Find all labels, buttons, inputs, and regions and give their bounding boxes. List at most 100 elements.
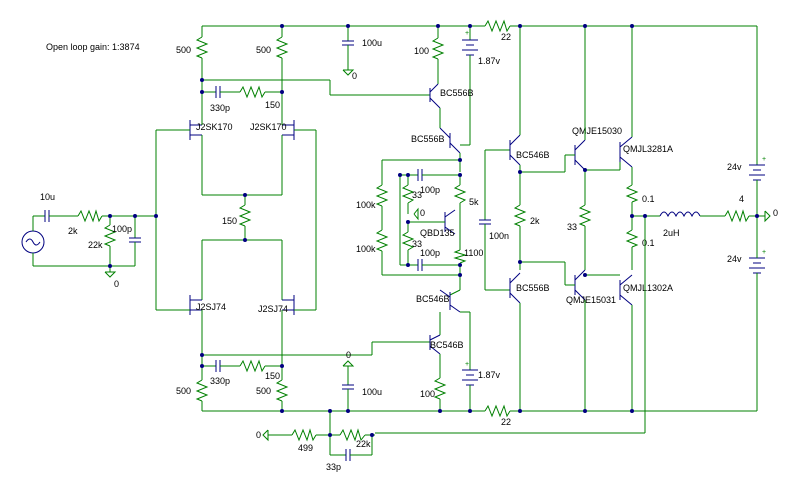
svg-text:150: 150 <box>222 216 237 226</box>
resistor-100-bottom: 100 <box>420 377 447 400</box>
jfet-j2sk170-left: J2SK170 <box>189 120 233 140</box>
resistor-5k: 5k <box>453 175 479 207</box>
svg-text:33p: 33p <box>326 462 341 472</box>
resistor-500-top-right: 500 <box>256 36 289 59</box>
ground-symbol-lower: 0 <box>342 350 355 367</box>
battery-1.87v-bottom: + 1.87v <box>462 361 501 411</box>
svg-text:1.87v: 1.87v <box>478 370 501 380</box>
svg-text:+: + <box>762 249 766 256</box>
resistor-4-load: 4 <box>724 194 750 223</box>
svg-text:2uH: 2uH <box>663 228 680 238</box>
jfet-j2sj74-left: J2SJ74 <box>189 295 226 315</box>
svg-text:2k: 2k <box>68 226 78 236</box>
svg-text:+: + <box>465 361 469 368</box>
junction-dots <box>108 24 759 437</box>
svg-text:QMJL3281A: QMJL3281A <box>623 144 673 154</box>
svg-text:33: 33 <box>412 190 422 200</box>
svg-text:22: 22 <box>501 32 511 42</box>
svg-text:100k: 100k <box>356 244 376 254</box>
svg-text:100p: 100p <box>112 224 132 234</box>
svg-text:+: + <box>465 30 469 37</box>
resistor-150-top: 150 <box>239 85 282 110</box>
svg-text:4: 4 <box>739 194 744 204</box>
svg-text:100: 100 <box>414 46 429 56</box>
resistor-500-top-left: 500 <box>176 36 209 59</box>
svg-text:500: 500 <box>256 45 271 55</box>
svg-text:0.1: 0.1 <box>642 194 655 204</box>
transistor-bc546b-3: BC546B <box>429 334 464 355</box>
svg-text:0: 0 <box>420 208 425 218</box>
capacitor-330p-top: 330p <box>202 86 240 113</box>
svg-text:150: 150 <box>265 371 280 381</box>
svg-text:0: 0 <box>352 71 357 81</box>
svg-text:0: 0 <box>346 350 351 360</box>
svg-text:J2SK170: J2SK170 <box>250 122 287 132</box>
svg-text:BC546B: BC546B <box>430 340 464 350</box>
svg-text:2k: 2k <box>530 216 540 226</box>
svg-text:33: 33 <box>412 239 422 249</box>
svg-text:BC556B: BC556B <box>411 134 445 144</box>
svg-text:+: + <box>762 156 766 163</box>
ground-symbol-feedback: 0 <box>256 429 269 442</box>
svg-text:100p: 100p <box>420 248 440 258</box>
transistor-bc556b-1: BC556B <box>429 83 474 109</box>
resistor-33-output: 33 <box>567 204 592 232</box>
ground-symbol: 0 <box>342 69 357 81</box>
jfet-j2sj74-right: J2SJ74 <box>258 295 295 315</box>
svg-text:J2SJ74: J2SJ74 <box>196 302 226 312</box>
svg-text:0.1: 0.1 <box>642 238 655 248</box>
resistor-22k-feedback: 22k <box>339 428 371 449</box>
svg-text:5k: 5k <box>469 197 479 207</box>
svg-text:BC546B: BC546B <box>516 150 550 160</box>
capacitor-100p-input: 100p <box>112 216 141 266</box>
svg-text:100u: 100u <box>362 38 382 48</box>
svg-text:0: 0 <box>256 430 261 440</box>
ground-symbol-bias: 0 <box>413 207 425 221</box>
resistor-150-bottom: 150 <box>239 359 282 381</box>
resistor-0.1-bottom: 0.1 <box>625 229 655 248</box>
capacitor-100n: 100n <box>479 150 509 290</box>
svg-text:0: 0 <box>773 208 778 218</box>
resistor-2k-mid: 2k <box>513 204 540 227</box>
svg-text:500: 500 <box>176 45 191 55</box>
capacitor-100u-bottom: 100u <box>342 384 382 411</box>
svg-text:1.87v: 1.87v <box>478 56 501 66</box>
ac-source <box>21 230 45 254</box>
resistor-0.1-top: 0.1 <box>625 184 655 204</box>
svg-text:100k: 100k <box>356 200 376 210</box>
svg-text:QMJL1302A: QMJL1302A <box>623 283 673 293</box>
svg-text:33: 33 <box>567 222 577 232</box>
ground-symbol-output: 0 <box>764 208 778 223</box>
svg-text:22k: 22k <box>88 240 103 250</box>
svg-text:100u: 100u <box>362 387 382 397</box>
resistor-500-bottom-left: 500 <box>176 379 209 402</box>
capacitor-100u-top: 100u <box>342 26 382 70</box>
svg-text:QMJE15030: QMJE15030 <box>572 126 622 136</box>
resistor-499: 499 <box>291 428 317 453</box>
svg-text:150: 150 <box>265 100 280 110</box>
resistor-100k-2: 100k <box>356 229 389 254</box>
transistor-qmjl3281a: QMJL3281A <box>619 136 673 168</box>
svg-text:100p: 100p <box>420 185 440 195</box>
svg-text:BC546B: BC546B <box>416 294 450 304</box>
svg-text:330p: 330p <box>210 103 230 113</box>
svg-text:330p: 330p <box>210 376 230 386</box>
transistor-bc546b-2: BC546B <box>416 289 461 313</box>
battery-24v-bottom: + 24v <box>727 249 766 274</box>
battery-24v-top: + 24v <box>727 156 766 181</box>
ground-symbol-input: 0 <box>104 271 119 289</box>
battery-1.87v-top: + 1.87v <box>462 26 501 145</box>
transistor-qbd135: QBD135 <box>420 209 456 238</box>
svg-text:QBD135: QBD135 <box>420 228 455 238</box>
resistor-500-bottom-right: 500 <box>256 379 289 402</box>
svg-text:10u: 10u <box>40 192 55 202</box>
resistor-100-top: 100 <box>414 37 445 60</box>
resistor-22k-input: 22k <box>88 216 117 266</box>
svg-text:22: 22 <box>501 417 511 427</box>
svg-text:24v: 24v <box>727 162 742 172</box>
svg-text:0: 0 <box>114 279 119 289</box>
svg-text:499: 499 <box>298 443 313 453</box>
resistor-150-mid: 150 <box>222 204 252 227</box>
svg-text:100: 100 <box>420 389 435 399</box>
